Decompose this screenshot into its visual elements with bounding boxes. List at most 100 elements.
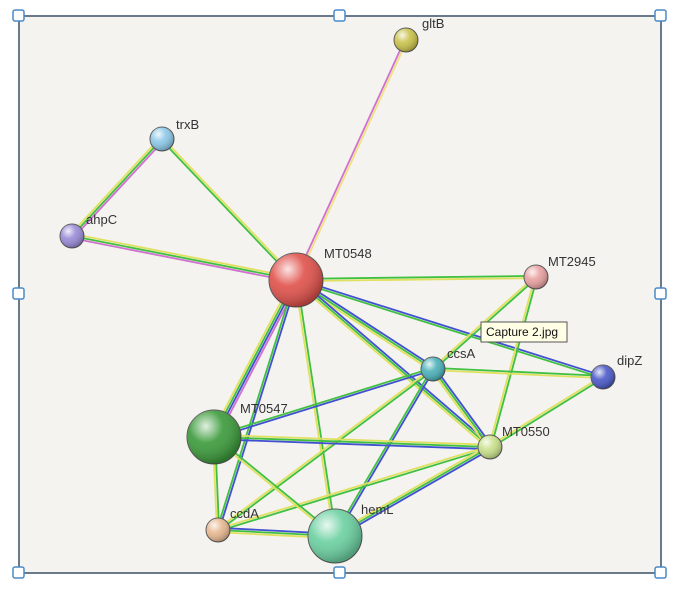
edge-MT0548-dipZ (295, 278, 604, 379)
node-highlight (60, 224, 84, 248)
edge-line (335, 369, 435, 538)
edge-line (213, 436, 491, 448)
edge-MT0548-MT0550 (293, 277, 493, 450)
node-label: gltB (422, 16, 444, 31)
edge-line (216, 367, 433, 530)
edge-MT2945-MT0550 (488, 276, 538, 448)
edge-line (294, 39, 406, 280)
edge-line (212, 279, 296, 437)
edge-ccsA-dipZ (432, 367, 604, 379)
edge-line (295, 279, 491, 448)
node-dipZ[interactable]: dipZ (590, 353, 642, 390)
node-hemL[interactable]: hemL (307, 502, 394, 564)
edge-line (333, 444, 490, 535)
edge-ccsA-ccdA (216, 367, 435, 532)
handle-bottom-left[interactable] (12, 566, 25, 579)
edge-ccsA-hemL (333, 367, 435, 538)
node-label: ahpC (86, 212, 117, 227)
edge-line (296, 40, 408, 281)
edge-line (213, 438, 490, 451)
node-trxB[interactable]: trxB (149, 117, 199, 152)
node-label: hemL (361, 502, 394, 517)
handle-bottom-right[interactable] (654, 566, 667, 579)
edge-line (214, 433, 491, 446)
edge-MT0548-MT2945 (295, 275, 537, 282)
edge-line (218, 369, 435, 532)
edge-line (293, 280, 490, 450)
node-highlight (150, 127, 174, 151)
node-MT0550[interactable]: MT0550 (477, 424, 550, 460)
edge-line (432, 368, 491, 448)
edge-dipZ-MT0550 (488, 375, 605, 449)
node-gltB[interactable]: gltB (393, 16, 444, 53)
node-highlight (187, 410, 241, 464)
edge-line (295, 280, 603, 379)
node-label: MT0548 (324, 246, 372, 261)
node-label: MT0547 (240, 401, 288, 416)
edge-line (216, 279, 296, 530)
edge-MT0548-ccdA (216, 279, 298, 531)
edge-line (218, 280, 298, 531)
edge-MT0550-hemL (333, 444, 492, 539)
edge-line (160, 139, 296, 282)
tooltip-label: Capture 2.jpg (486, 325, 558, 339)
node-label: dipZ (617, 353, 642, 368)
file-tooltip: Capture 2.jpg (480, 321, 568, 343)
handle-top-right[interactable] (654, 9, 667, 22)
edge-line (217, 445, 490, 530)
node-highlight (269, 253, 323, 307)
edge-line (72, 232, 297, 279)
node-MT2945[interactable]: MT2945 (523, 254, 596, 290)
edge-line (210, 278, 294, 436)
handle-bottom-center[interactable] (333, 566, 346, 579)
edge-line (296, 277, 537, 282)
node-MT0547[interactable]: MT0547 (186, 401, 288, 465)
edge-line (162, 137, 298, 280)
edge-ccsA-MT0547 (213, 367, 434, 439)
edge-line (490, 377, 605, 449)
handle-top-center[interactable] (333, 9, 346, 22)
edge-MT0548-hemL (294, 279, 337, 537)
edge-line (294, 280, 335, 537)
edge-line (334, 446, 491, 537)
node-ahpC[interactable]: ahpC (59, 212, 117, 249)
edge-line (432, 369, 603, 379)
node-ccdA[interactable]: ccdA (205, 506, 259, 543)
node-label: ccsA (447, 346, 476, 361)
edge-line (69, 136, 162, 236)
edge-line (214, 280, 298, 438)
edge-line (213, 367, 433, 437)
edge-line (488, 375, 603, 447)
node-highlight (394, 28, 418, 52)
selection-handles[interactable] (12, 9, 667, 579)
edge-MT0548-gltB (294, 39, 408, 281)
node-MT0548[interactable]: MT0548 (268, 246, 372, 308)
edge-line (71, 237, 296, 284)
edge-line (71, 138, 163, 237)
handle-top-left[interactable] (12, 9, 25, 22)
edge-line (434, 367, 493, 447)
edge-line (296, 278, 604, 377)
edge-line (71, 235, 297, 281)
edge-line (333, 367, 433, 536)
edge-ccsA-MT0550 (430, 367, 493, 449)
edge-trxB-ahpC (69, 136, 165, 239)
edge-MT0550-ccdA (217, 445, 491, 532)
edge-MT0548-trxB (160, 137, 298, 282)
tooltip-box (480, 321, 568, 343)
handle-middle-left[interactable] (12, 287, 25, 300)
node-highlight (206, 518, 230, 542)
handle-middle-right[interactable] (654, 287, 667, 300)
node-highlight (478, 435, 502, 459)
edge-line (295, 275, 536, 280)
edge-MT0548-MT0547 (210, 278, 300, 439)
edge-line (335, 448, 492, 539)
edge-line (490, 277, 538, 448)
edge-line (218, 447, 491, 532)
edge-line (214, 369, 434, 439)
node-ccsA[interactable]: ccsA (420, 346, 476, 382)
edge-line (72, 139, 165, 239)
edge-line (430, 369, 489, 449)
